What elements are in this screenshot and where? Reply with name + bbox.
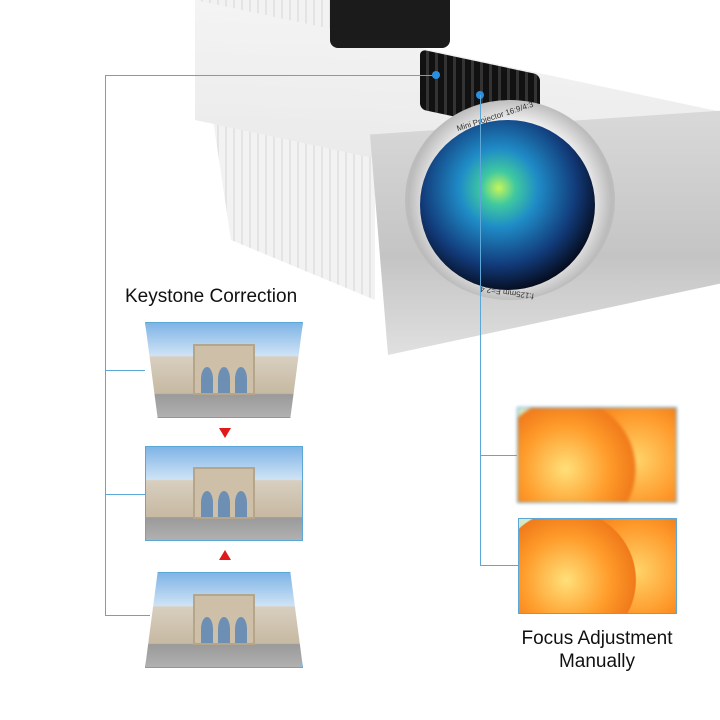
keystone-corrected-image — [145, 446, 303, 541]
focus-title: Focus Adjustment Manually — [497, 627, 697, 673]
keystone-before-bottom-image — [145, 572, 303, 668]
callout-line — [105, 75, 435, 76]
callout-line — [480, 455, 517, 456]
keystone-knob-dot — [432, 71, 440, 79]
projector-control-panel — [330, 0, 450, 48]
callout-line — [480, 95, 481, 565]
focus-title-line2: Manually — [558, 651, 636, 672]
callout-line — [105, 494, 145, 495]
focus-title-line1: Focus Adjustment — [521, 628, 673, 649]
arrow-up-icon — [219, 550, 231, 560]
callout-line — [105, 370, 145, 371]
arrow-down-icon — [219, 428, 231, 438]
callout-line — [480, 565, 518, 566]
projector-lens — [420, 120, 595, 290]
callout-line — [105, 615, 150, 616]
focus-sharp-image — [518, 518, 677, 614]
focus-blurry-image — [517, 407, 677, 503]
keystone-before-top-image — [145, 322, 303, 418]
callout-line — [105, 75, 106, 616]
keystone-title: Keystone Correction — [125, 286, 298, 307]
